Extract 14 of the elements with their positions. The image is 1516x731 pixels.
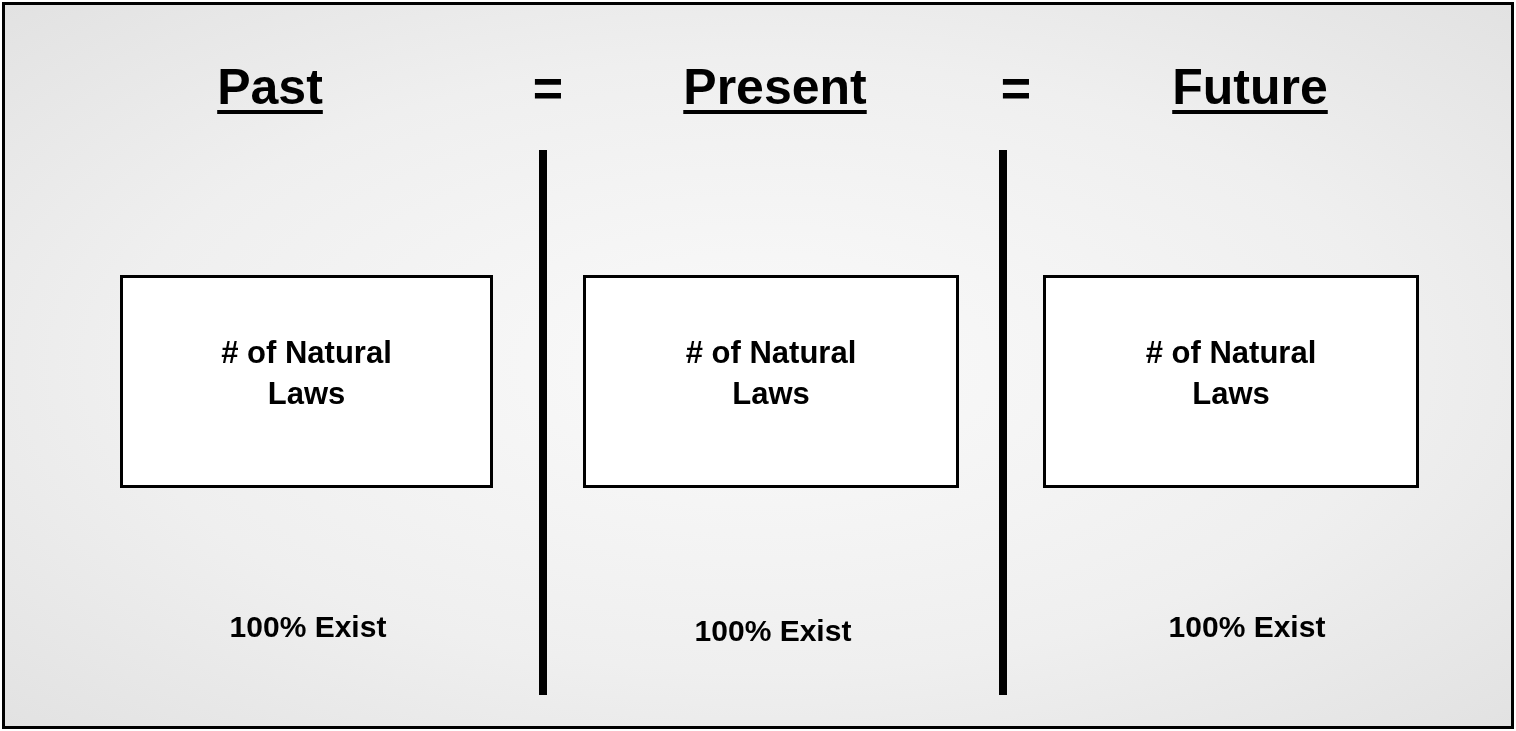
text-box <box>1043 275 1419 488</box>
column-heading: Present <box>683 62 867 112</box>
box-text: # of Natural Laws <box>220 334 393 413</box>
equals-sign: = <box>1000 62 1032 114</box>
column-note: 100% Exist <box>694 616 852 646</box>
column-note: 100% Exist <box>1168 612 1326 642</box>
text-box <box>583 275 959 488</box>
column-note: 100% Exist <box>229 612 387 642</box>
text-box <box>120 275 493 488</box>
equals-sign: = <box>532 62 564 114</box>
column-heading: Past <box>217 62 323 112</box>
box-text: # of Natural Laws <box>684 334 858 413</box>
box-text: # of Natural Laws <box>1144 334 1318 413</box>
column-heading: Future <box>1172 62 1328 112</box>
